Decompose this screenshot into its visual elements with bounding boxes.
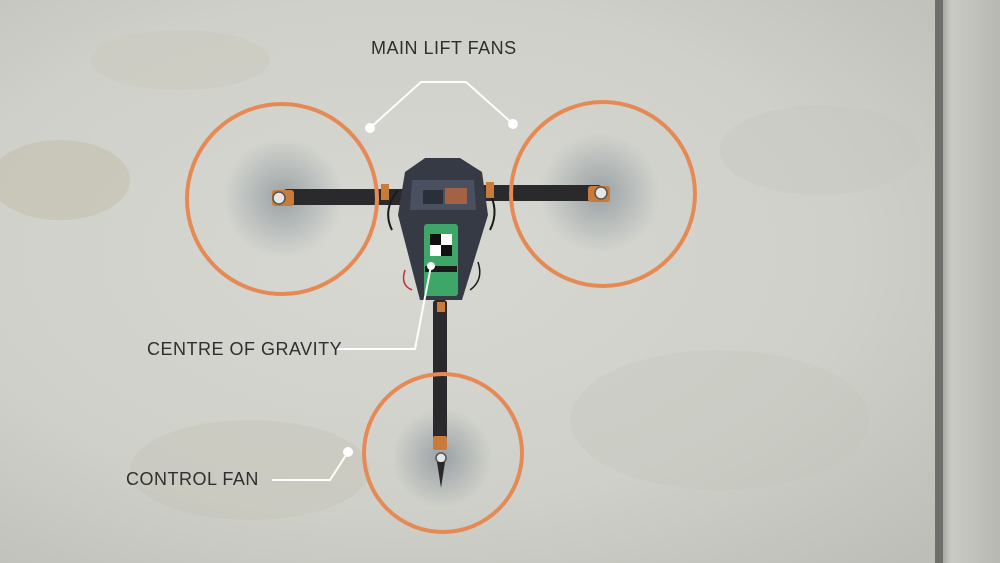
- leader-dot-left-fan: [365, 123, 375, 133]
- leader-dot-cog: [427, 262, 435, 270]
- main-lift-fans-label: MAIN LIFT FANS: [371, 38, 517, 58]
- centre-of-gravity-label: CENTRE OF GRAVITY: [147, 339, 343, 359]
- control-fan-label: CONTROL FAN: [126, 469, 259, 489]
- leader-dot-right-fan: [508, 119, 518, 129]
- centre-of-gravity-marker: [430, 234, 452, 256]
- ground-stains: [0, 30, 920, 520]
- right-fan-ring: [509, 100, 697, 288]
- left-fan-ring: [185, 102, 379, 296]
- leader-dot-control-fan: [343, 447, 353, 457]
- control-fan-ring: [362, 372, 524, 534]
- leader-lines: [272, 81, 514, 481]
- curb-wall: [935, 0, 1000, 563]
- rear-motor: [433, 436, 447, 450]
